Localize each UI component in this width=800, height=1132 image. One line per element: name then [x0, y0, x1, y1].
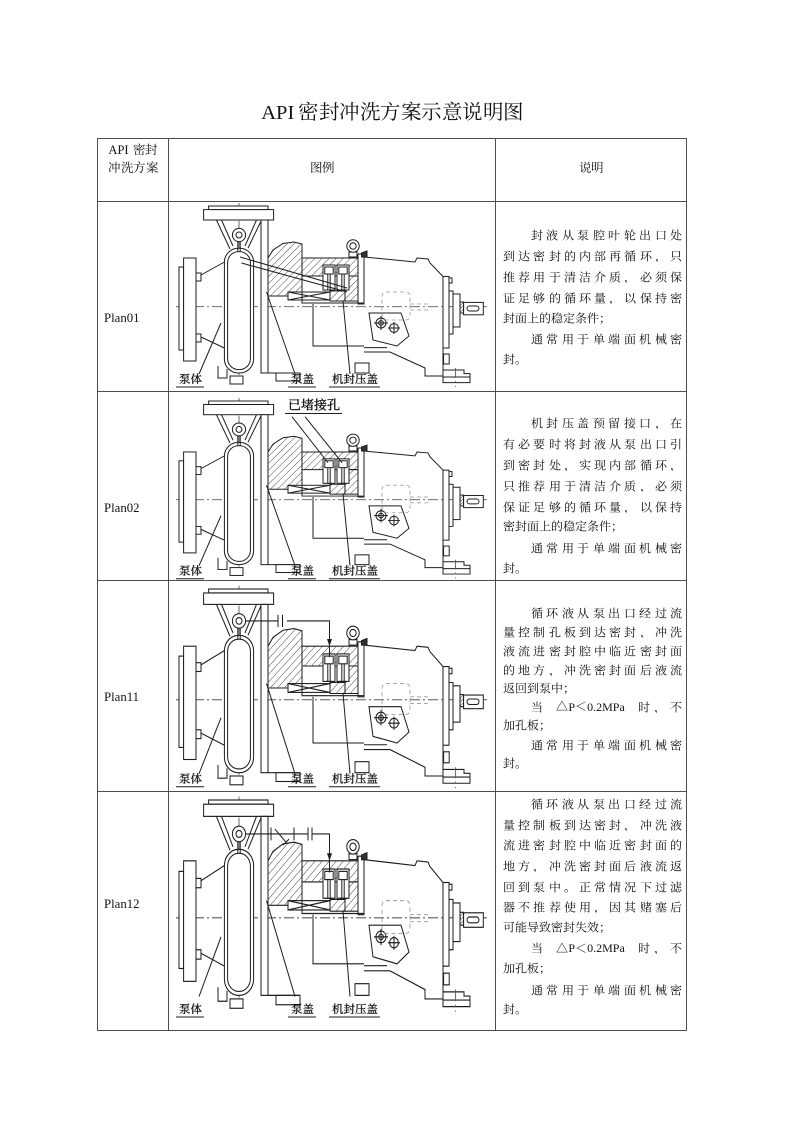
table-header-row: API — [97, 138, 687, 202]
plan-cell: Plan12 — [97, 791, 169, 1031]
description-cell — [495, 201, 687, 392]
pump-diagram-plan12 — [176, 796, 487, 1018]
table-row-plan11: Plan11 — [97, 580, 687, 792]
header-legend-label — [170, 161, 495, 176]
plan-label: Plan12 — [104, 897, 140, 911]
plan-label: Plan02 — [104, 501, 140, 515]
pump-drawing — [170, 582, 495, 791]
description-text — [497, 393, 686, 580]
plan-label: Plan11 — [104, 690, 140, 704]
header-description-label — [497, 161, 686, 176]
legend-cell — [168, 201, 496, 392]
plan-cell: Plan02 — [97, 391, 169, 581]
header-cell-description — [495, 138, 687, 202]
legend-cell — [168, 391, 496, 581]
pump-diagram-plan11 — [176, 585, 487, 789]
page-title: API — [97, 101, 688, 125]
flush-plan-table: API Plan01 — [97, 138, 687, 1031]
plan-cell: Plan01 — [97, 201, 169, 392]
description-cell — [495, 391, 687, 581]
table-row-plan12: Plan12 — [97, 791, 687, 1031]
header-plan-line2 — [99, 160, 168, 178]
pump-diagram-plan02 — [176, 398, 487, 580]
pump-drawing — [170, 793, 495, 1030]
description-text — [497, 203, 686, 371]
header-plan-line1: API — [99, 142, 168, 160]
table-row-plan01: Plan01 — [97, 201, 687, 392]
table-row-plan02: Plan02 — [97, 391, 687, 581]
pump-drawing — [170, 393, 495, 580]
legend-cell — [168, 580, 496, 792]
pump-drawing — [170, 203, 495, 391]
pump-diagram-plan01 — [176, 203, 487, 388]
plan-label: Plan01 — [104, 311, 140, 325]
header-cell-legend — [168, 138, 496, 202]
legend-cell — [168, 791, 496, 1031]
plan-cell: Plan11 — [97, 580, 169, 792]
header-cell-plan: API — [97, 138, 169, 202]
